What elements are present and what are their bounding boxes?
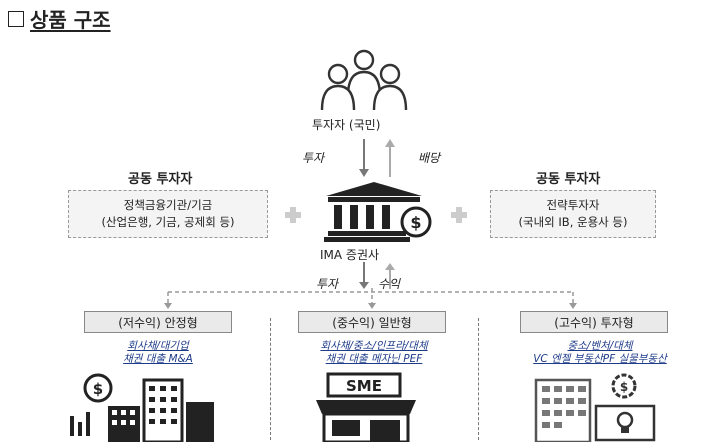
corporate-buildings-icon: $ <box>70 373 214 442</box>
type-stable-desc: 회사채/대기업 채권 대출 M&A <box>88 340 228 366</box>
co-investor-left-heading: 공동 투자자 <box>128 172 193 187</box>
plus-left-icon <box>285 207 301 223</box>
invest-return-arrows <box>359 262 395 289</box>
type-stable-box: (저수익) 안정형 <box>84 311 232 333</box>
co-investor-left-line1: 정책금융기관/기금 <box>123 198 213 212</box>
type-growth-box: (고수익) 투자형 <box>520 311 668 333</box>
venture-office-icon: $ <box>534 373 656 442</box>
column-separator-right <box>478 318 479 440</box>
co-investor-right-line1: 전략투자자 <box>546 198 600 212</box>
type-general-box: (중수익) 일반형 <box>298 311 446 333</box>
flow-invest-label: 투자 <box>302 151 325 165</box>
page-title-text: 상품 구조 <box>30 8 111 32</box>
column-separator-left <box>270 318 271 440</box>
co-investor-right-heading: 공동 투자자 <box>536 172 601 187</box>
co-investor-left-box: 정책금융기관/기금 (산업은행, 기금, 공제회 등) <box>68 190 268 238</box>
investors-group-icon <box>320 49 408 111</box>
flow-invest2-label: 투자 <box>316 277 339 291</box>
type-general-desc-line1: 회사채/중소/인프라/대체 <box>320 340 428 352</box>
invest-dividend-arrows <box>359 139 395 177</box>
co-investor-right-box: 전략투자자 (국내외 IB, 운용사 등) <box>490 190 656 238</box>
svg-text:$: $ <box>93 380 103 398</box>
plus-right-icon <box>451 207 467 223</box>
type-general-desc-line2: 채권 대출 메자닌 PEF <box>325 353 423 365</box>
co-investor-left-line2: (산업은행, 기금, 공제회 등) <box>101 215 235 229</box>
type-general-desc: 회사채/중소/인프라/대체 채권 대출 메자닌 PEF <box>276 340 472 366</box>
flow-dividend-label: 배당 <box>418 151 441 165</box>
investor-label: 투자자 (국민) <box>312 118 381 132</box>
flow-return-label: 수익 <box>378 277 401 291</box>
type-growth-desc-line2: VC 엔젤 부동산PF 실물부동산 <box>533 353 667 365</box>
bank-building-icon: $ <box>324 182 432 242</box>
sme-sign-text: SME <box>346 377 382 395</box>
type-growth-desc-line1: 중소/벤처/대체 <box>567 340 633 352</box>
ima-label: IMA 증권사 <box>320 248 380 262</box>
sme-store-icon: SME <box>316 372 416 442</box>
svg-text:$: $ <box>410 213 421 232</box>
checkbox-square-icon <box>8 10 24 27</box>
type-stable-desc-line1: 회사채/대기업 <box>127 340 189 352</box>
type-growth-desc: 중소/벤처/대체 VC 엔젤 부동산PF 실물부동산 <box>484 340 716 366</box>
distribution-lines <box>164 288 577 309</box>
page-title: 상품 구조 <box>8 4 111 33</box>
svg-text:$: $ <box>620 380 628 394</box>
co-investor-right-line2: (국내외 IB, 운용사 등) <box>518 215 628 229</box>
type-stable-desc-line2: 채권 대출 M&A <box>123 353 193 365</box>
